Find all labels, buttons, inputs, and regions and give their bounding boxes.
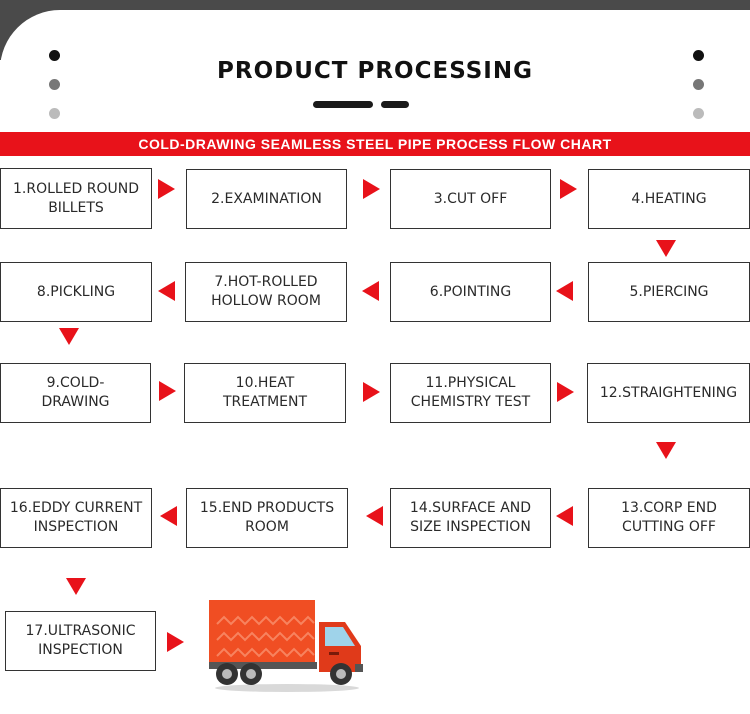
decor-dot — [49, 108, 60, 119]
step-label: 8.PICKLING — [36, 283, 116, 300]
arrow-right-icon — [158, 179, 175, 199]
flow-chart-banner: COLD-DRAWING SEAMLESS STEEL PIPE PROCESS… — [0, 132, 750, 156]
header-card — [0, 10, 750, 130]
step-box-10: 10.HEAT TREATMENT — [184, 363, 346, 423]
title-underline — [381, 101, 409, 108]
step-label: 11.PHYSICAL CHEMISTRY TEST — [410, 375, 531, 410]
decor-dot — [693, 50, 704, 61]
decor-dot — [49, 50, 60, 61]
step-box-17: 17.ULTRASONIC INSPECTION — [5, 611, 156, 671]
step-label: 15.END PRODUCTS ROOM — [199, 500, 335, 535]
step-box-8: 8.PICKLING — [0, 262, 152, 322]
step-label: 5.PIERCING — [629, 283, 709, 300]
arrow-left-icon — [556, 506, 573, 526]
arrow-left-icon — [362, 281, 379, 301]
step-box-3: 3.CUT OFF — [390, 169, 551, 229]
arrow-left-icon — [556, 281, 573, 301]
arrow-right-icon — [363, 382, 380, 402]
step-label: 1.ROLLED ROUND BILLETS — [12, 180, 140, 216]
title-underline — [313, 101, 373, 108]
step-box-12: 12.STRAIGHTENING — [587, 363, 750, 423]
step-box-5: 5.PIERCING — [588, 262, 750, 322]
step-label: 14.SURFACE AND SIZE INSPECTION — [409, 500, 532, 535]
step-label: 13.CORP END CUTTING OFF — [621, 500, 717, 535]
step-box-9: 9.COLD- DRAWING — [0, 363, 151, 423]
decor-dot — [693, 108, 704, 119]
arrow-left-icon — [366, 506, 383, 526]
step-box-13: 13.CORP END CUTTING OFF — [588, 488, 750, 548]
step-label: 9.COLD- DRAWING — [41, 375, 110, 410]
arrow-down-icon — [656, 442, 676, 459]
arrow-right-icon — [159, 381, 176, 401]
step-box-1: 1.ROLLED ROUND BILLETS — [0, 168, 152, 229]
arrow-right-icon — [363, 179, 380, 199]
step-label: 12.STRAIGHTENING — [599, 384, 738, 401]
decor-dot — [49, 79, 60, 90]
arrow-right-icon — [167, 632, 184, 652]
step-label: 3.CUT OFF — [433, 190, 508, 207]
arrow-left-icon — [160, 506, 177, 526]
step-box-4: 4.HEATING — [588, 169, 750, 229]
step-box-11: 11.PHYSICAL CHEMISTRY TEST — [390, 363, 551, 423]
arrow-down-icon — [59, 328, 79, 345]
step-box-7: 7.HOT-ROLLED HOLLOW ROOM — [185, 262, 347, 322]
page-title: PRODUCT PROCESSING — [217, 58, 533, 84]
step-box-2: 2.EXAMINATION — [186, 169, 347, 229]
step-label: 17.ULTRASONIC INSPECTION — [25, 623, 136, 658]
step-box-6: 6.POINTING — [390, 262, 551, 322]
step-label: 10.HEAT TREATMENT — [222, 375, 308, 410]
step-box-14: 14.SURFACE AND SIZE INSPECTION — [390, 488, 551, 548]
step-label: 16.EDDY CURRENT INSPECTION — [9, 500, 143, 535]
step-label: 7.HOT-ROLLED HOLLOW ROOM — [211, 274, 321, 309]
step-box-15: 15.END PRODUCTS ROOM — [186, 488, 348, 548]
delivery-truck-icon — [209, 600, 363, 692]
decor-dot — [693, 79, 704, 90]
step-box-16: 16.EDDY CURRENT INSPECTION — [0, 488, 152, 548]
step-label: 2.EXAMINATION — [211, 190, 322, 207]
step-label: 6.POINTING — [429, 283, 512, 300]
arrow-right-icon — [557, 382, 574, 402]
arrow-right-icon — [560, 179, 577, 199]
step-label: 4.HEATING — [631, 190, 707, 207]
arrow-down-icon — [66, 578, 86, 595]
arrow-down-icon — [656, 240, 676, 257]
arrow-left-icon — [158, 281, 175, 301]
